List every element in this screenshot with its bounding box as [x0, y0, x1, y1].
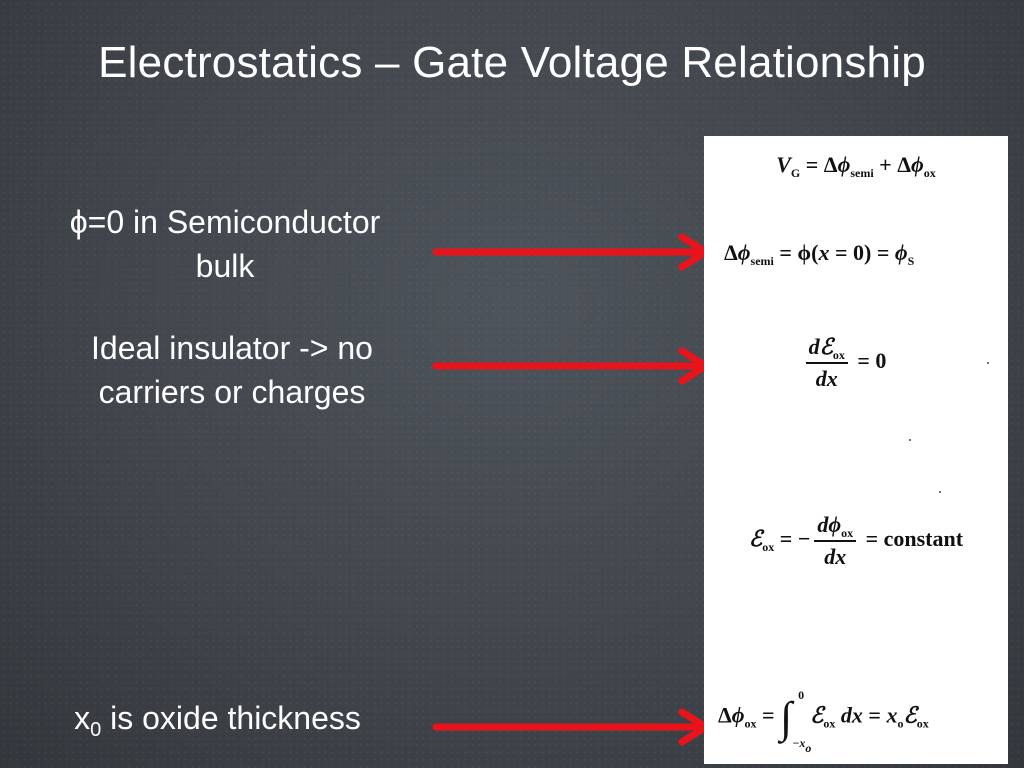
eq-symbol: x — [886, 702, 898, 728]
eq-subscript: o — [897, 716, 904, 731]
integral-upper-limit: 0 — [798, 688, 805, 702]
annotation-line: bulk — [195, 248, 255, 284]
speck — [987, 362, 989, 364]
eq-symbol: d — [817, 512, 829, 537]
eq-symbol: d — [815, 366, 827, 391]
eq-symbol: ϕ — [911, 152, 924, 177]
eq-symbol: x — [818, 240, 830, 265]
equation-panel: VG = Δϕsemi + Δϕox Δϕsemi = ϕ(x = 0) = ϕ… — [704, 136, 1008, 764]
eq-text: = 0 — [851, 348, 887, 374]
eq-text: = − — [774, 526, 811, 552]
annotation-oxide-thickness: x0 is oxide thickness — [20, 696, 415, 740]
eq-symbol: ϕ — [894, 240, 908, 265]
annotation-line: ϕ=0 in Semiconductor — [69, 204, 381, 240]
eq-symbol: d — [824, 544, 836, 569]
speck — [909, 439, 911, 441]
eq-symbol: −x — [792, 736, 806, 750]
eq-subscript: ox — [744, 716, 757, 731]
eq-text: Δ — [724, 240, 738, 265]
speck — [939, 491, 941, 493]
eq-symbol: ϕ — [731, 702, 745, 728]
equation-semiconductor-potential: Δϕsemi = ϕ(x = 0) = ϕS — [724, 240, 1008, 268]
annotation-line: Ideal insulator -> no — [91, 330, 373, 366]
eq-subscript: ox — [823, 716, 836, 731]
eq-symbol: ℰ — [810, 702, 824, 728]
eq-subscript: ox — [916, 716, 929, 731]
eq-subscript: ox — [832, 348, 845, 362]
annotation-ideal-insulator: Ideal insulator -> no carriers or charge… — [30, 326, 434, 414]
red-arrow-1 — [432, 233, 710, 271]
equation-oxide-field-constant: ℰox = − dϕox dx = constant — [704, 512, 1008, 570]
eq-text: = — [756, 702, 781, 728]
annotation-rest: is oxide thickness — [101, 700, 361, 736]
integral-lower-limit: −xo — [792, 736, 811, 754]
eq-symbol: ϕ — [737, 240, 751, 265]
integral-sign: ∫0−xo — [780, 688, 812, 755]
eq-subscript: semi — [750, 254, 774, 268]
eq-symbol: ℰ — [748, 526, 763, 552]
equation-gate-voltage: VG = Δϕsemi + Δϕox — [704, 152, 1008, 180]
eq-subscript: G — [790, 166, 801, 180]
annotation-line: carriers or charges — [98, 374, 366, 410]
eq-text: = Δ — [800, 152, 838, 177]
eq-subscript: S — [907, 254, 915, 268]
equation-field-derivative-zero: dℰox dx = 0 — [704, 334, 996, 392]
eq-symbol: x — [835, 544, 847, 569]
eq-text: = ϕ( — [773, 240, 819, 265]
red-arrow-3 — [432, 708, 710, 746]
annotation-subject: x — [74, 700, 91, 736]
eq-text: = — [862, 702, 887, 728]
eq-subscript: ox — [841, 526, 854, 540]
eq-fraction: dℰox dx — [805, 334, 848, 392]
eq-subscript: semi — [850, 166, 874, 180]
eq-text: + Δ — [873, 152, 912, 177]
eq-symbol: ϕ — [828, 512, 842, 537]
eq-subscript: ox — [762, 540, 775, 555]
eq-subscript: ox — [923, 166, 936, 180]
annotation-semiconductor-bulk: ϕ=0 in Semiconductor bulk — [20, 200, 430, 288]
eq-text: = constant — [860, 526, 964, 552]
eq-symbol: ϕ — [837, 152, 851, 177]
eq-symbol: dx — [835, 702, 863, 728]
eq-symbol: ℰ — [903, 702, 917, 728]
eq-symbol: x — [826, 366, 838, 391]
annotation-subscript: 0 — [90, 719, 102, 741]
eq-text: Δ — [718, 702, 732, 728]
eq-fraction: dϕox dx — [814, 512, 857, 570]
eq-symbol: ℰ — [819, 334, 833, 359]
eq-subscript: o — [805, 741, 812, 755]
eq-text: = 0) = — [829, 240, 895, 265]
eq-symbol: d — [808, 334, 820, 359]
red-arrow-2 — [432, 347, 710, 385]
slide-title: Electrostatics – Gate Voltage Relationsh… — [98, 38, 926, 87]
eq-symbol: V — [776, 152, 791, 177]
